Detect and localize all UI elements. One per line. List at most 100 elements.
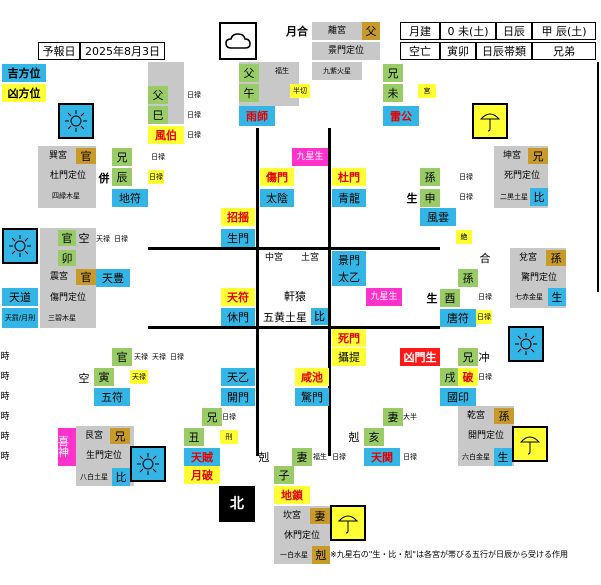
north-star: 一白水星	[280, 550, 308, 559]
west-god: 唐符	[440, 309, 476, 327]
southwest-god: 雷公	[383, 106, 419, 126]
month-label: 月合	[286, 24, 308, 38]
ne-void: 空	[78, 371, 90, 385]
se2-relation: 兄	[112, 148, 132, 166]
sw2-palace: 坤宮	[502, 150, 521, 161]
southwest-relation: 兄	[383, 64, 403, 82]
west-mark: 合	[479, 251, 491, 265]
west-fixed: 驚門定位	[520, 272, 557, 283]
gate-north: 咸池	[295, 368, 329, 386]
footnote: ※九星右の"生・比・剋"は各宮が帯びる五行が日辰から受ける作用	[330, 550, 569, 559]
sw2-star-2: 日禄	[459, 192, 473, 201]
east-relation: 官	[58, 230, 76, 246]
sw2-star-3: 絶	[456, 230, 472, 244]
west-branch: 酉	[440, 289, 460, 307]
gate-south: 傷門	[260, 168, 294, 186]
ne-branch: 寅	[94, 368, 114, 386]
ne-star-4: 天禄	[130, 370, 148, 384]
north-teki: 剋	[258, 450, 270, 464]
grid-line-h1	[148, 247, 440, 250]
south-star-2: 半切	[290, 84, 310, 98]
center-star: 五黄土星	[263, 310, 307, 324]
ne-star-3: 日禄	[170, 352, 184, 361]
north-relation-2: 妻	[310, 508, 330, 524]
east-branch: 卯	[58, 250, 76, 266]
nw-star-1: 大半	[403, 412, 417, 421]
god-north: 驚門	[295, 388, 329, 406]
ne-star-1: 天禄	[134, 352, 148, 361]
ne2-relation-3: 比	[112, 468, 130, 486]
east-relation-2: 官	[76, 269, 96, 285]
kyu-star-south: 九星生	[292, 148, 328, 166]
se2-palace: 巽宮	[48, 150, 67, 161]
bad-direction-label: 凶方位	[2, 84, 46, 102]
sw2-star: 二黒土星	[500, 192, 528, 201]
gate-northeast: 天乙	[221, 368, 255, 386]
nw-teki: 剋	[348, 430, 360, 444]
ne2-palace: 艮宮	[84, 430, 103, 441]
void-value: 寅卯	[440, 42, 476, 60]
god-east: 休門	[221, 308, 255, 326]
west-star-1: 日禄	[478, 292, 492, 301]
se2-star: 四緑木星	[52, 191, 80, 200]
forecast-label: 予報日	[38, 42, 80, 60]
forecast-date: 2025年8月3日	[80, 42, 165, 60]
god-south: 太陰	[260, 189, 294, 207]
ne2-star-1: 日禄	[222, 412, 236, 421]
nw-star-2: 日禄	[403, 452, 417, 461]
day-label: 日辰	[496, 22, 532, 40]
east-fixed: 傷門定位	[49, 292, 86, 303]
east-god-2: 天道	[2, 288, 38, 306]
month-star: 九紫火星	[312, 62, 362, 80]
east-star-1: 天禄	[96, 234, 110, 243]
se-relation: 父	[148, 86, 168, 104]
nw-palace: 乾宮	[466, 410, 485, 421]
se-star-2: 日禄	[187, 110, 201, 119]
sw2-star-1: 日禄	[459, 172, 473, 181]
southwest-star: 宮	[418, 84, 436, 98]
left-edge-1: 時	[0, 351, 10, 362]
north-god: 地鎖	[274, 486, 310, 504]
nw2-star-3: 日禄	[478, 372, 492, 381]
ne2-relation-2: 兄	[110, 428, 130, 444]
north-direction-marker: 北	[219, 486, 255, 522]
se-god: 風伯	[148, 126, 184, 144]
nw2-kyu: 凶門生	[400, 348, 440, 366]
north-star-2: 日禄	[332, 452, 346, 461]
west-relation-3: 生	[548, 288, 566, 306]
ne2-side: 喜神	[58, 428, 76, 466]
ne2-relation: 兄	[202, 408, 222, 426]
se-branch: 巳	[148, 106, 168, 124]
south-star-1: 福生	[275, 66, 289, 75]
center-relation: 比	[311, 308, 328, 325]
north-star-1: 福生	[313, 452, 327, 461]
sw2-relation-2: 兄	[528, 148, 548, 164]
month-build-value: 0 未(土)	[440, 22, 496, 40]
nw2-relation: 兄	[458, 348, 478, 366]
sw2-fixed: 死門定位	[503, 170, 540, 181]
umbrella-icon-north	[330, 505, 366, 541]
sw2-god: 風雲	[420, 208, 456, 226]
west-star-2: 日禄	[476, 310, 492, 324]
north-fixed: 休門定位	[283, 530, 320, 541]
grid-line-v1	[256, 128, 259, 456]
umbrella-icon-sw	[472, 103, 508, 139]
right-edge-line	[597, 62, 599, 292]
sw2-relation: 孫	[420, 168, 440, 186]
gate-southwest: 杜門	[332, 168, 366, 186]
gate-southeast: 招揺	[221, 208, 255, 226]
umbrella-icon-nw	[512, 426, 548, 462]
west-star: 七赤金星	[515, 292, 543, 301]
good-direction-label: 吉方位	[2, 64, 46, 82]
north-relation-3: 剋	[312, 546, 330, 564]
se2-branch: 辰	[112, 168, 132, 186]
sun-icon-nw	[508, 326, 544, 362]
month-palace: 離宮	[312, 22, 362, 40]
south-branch: 午	[239, 84, 259, 102]
east-star-2: 日禄	[114, 234, 128, 243]
nw-relation-3: 生	[494, 448, 512, 466]
god-west: 太乙	[332, 268, 366, 286]
east-god-3: 天罰/月刑	[2, 308, 38, 328]
god-southwest: 青龍	[332, 189, 366, 207]
north-branch: 子	[274, 466, 294, 484]
